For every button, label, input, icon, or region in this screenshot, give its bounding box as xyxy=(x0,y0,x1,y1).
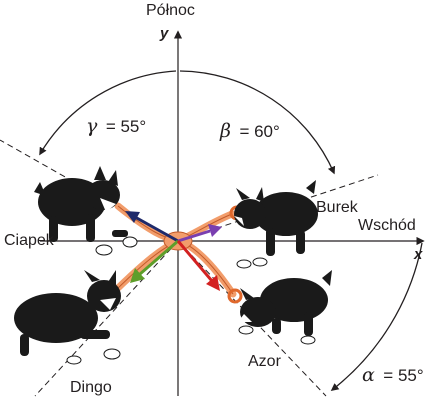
dog-azor-figure xyxy=(238,270,332,345)
north-label: Północ xyxy=(146,2,195,19)
dog-ciapek-figure xyxy=(34,166,138,256)
gamma-arc xyxy=(39,70,177,156)
force-vector-ciapek xyxy=(125,211,179,243)
dog-name-azor: Azor xyxy=(248,353,282,370)
force-vector-burek xyxy=(177,224,222,243)
beta-label: β = 60° xyxy=(219,120,280,142)
beta-symbol: β xyxy=(219,120,231,142)
dog-name-ciapek: Ciapek xyxy=(4,232,55,249)
alpha-arc xyxy=(330,242,423,391)
gamma-symbol: γ xyxy=(86,115,98,137)
alpha-symbol: α xyxy=(362,364,375,386)
beta-value: = 60° xyxy=(239,122,279,141)
x-axis-label: x xyxy=(413,246,423,263)
gamma-label: γ = 55° xyxy=(86,115,146,137)
dashed-line-dingo xyxy=(34,240,179,397)
beta-arc xyxy=(179,70,336,175)
dog-name-burek: Burek xyxy=(316,199,359,216)
alpha-value: = 55° xyxy=(383,366,423,385)
east-label: Wschód xyxy=(358,217,416,234)
alpha-label: α = 55° xyxy=(362,364,424,386)
force-vector-dingo xyxy=(130,239,179,283)
y-axis-label: y xyxy=(159,25,169,42)
gamma-value: = 55° xyxy=(106,117,146,136)
dog-dingo-figure xyxy=(14,270,121,365)
dashed-line-azor xyxy=(177,240,327,397)
dog-name-dingo: Dingo xyxy=(70,379,112,396)
rope xyxy=(114,202,245,304)
force-vector-azor xyxy=(176,240,220,291)
dog-burek-figure xyxy=(234,180,318,269)
